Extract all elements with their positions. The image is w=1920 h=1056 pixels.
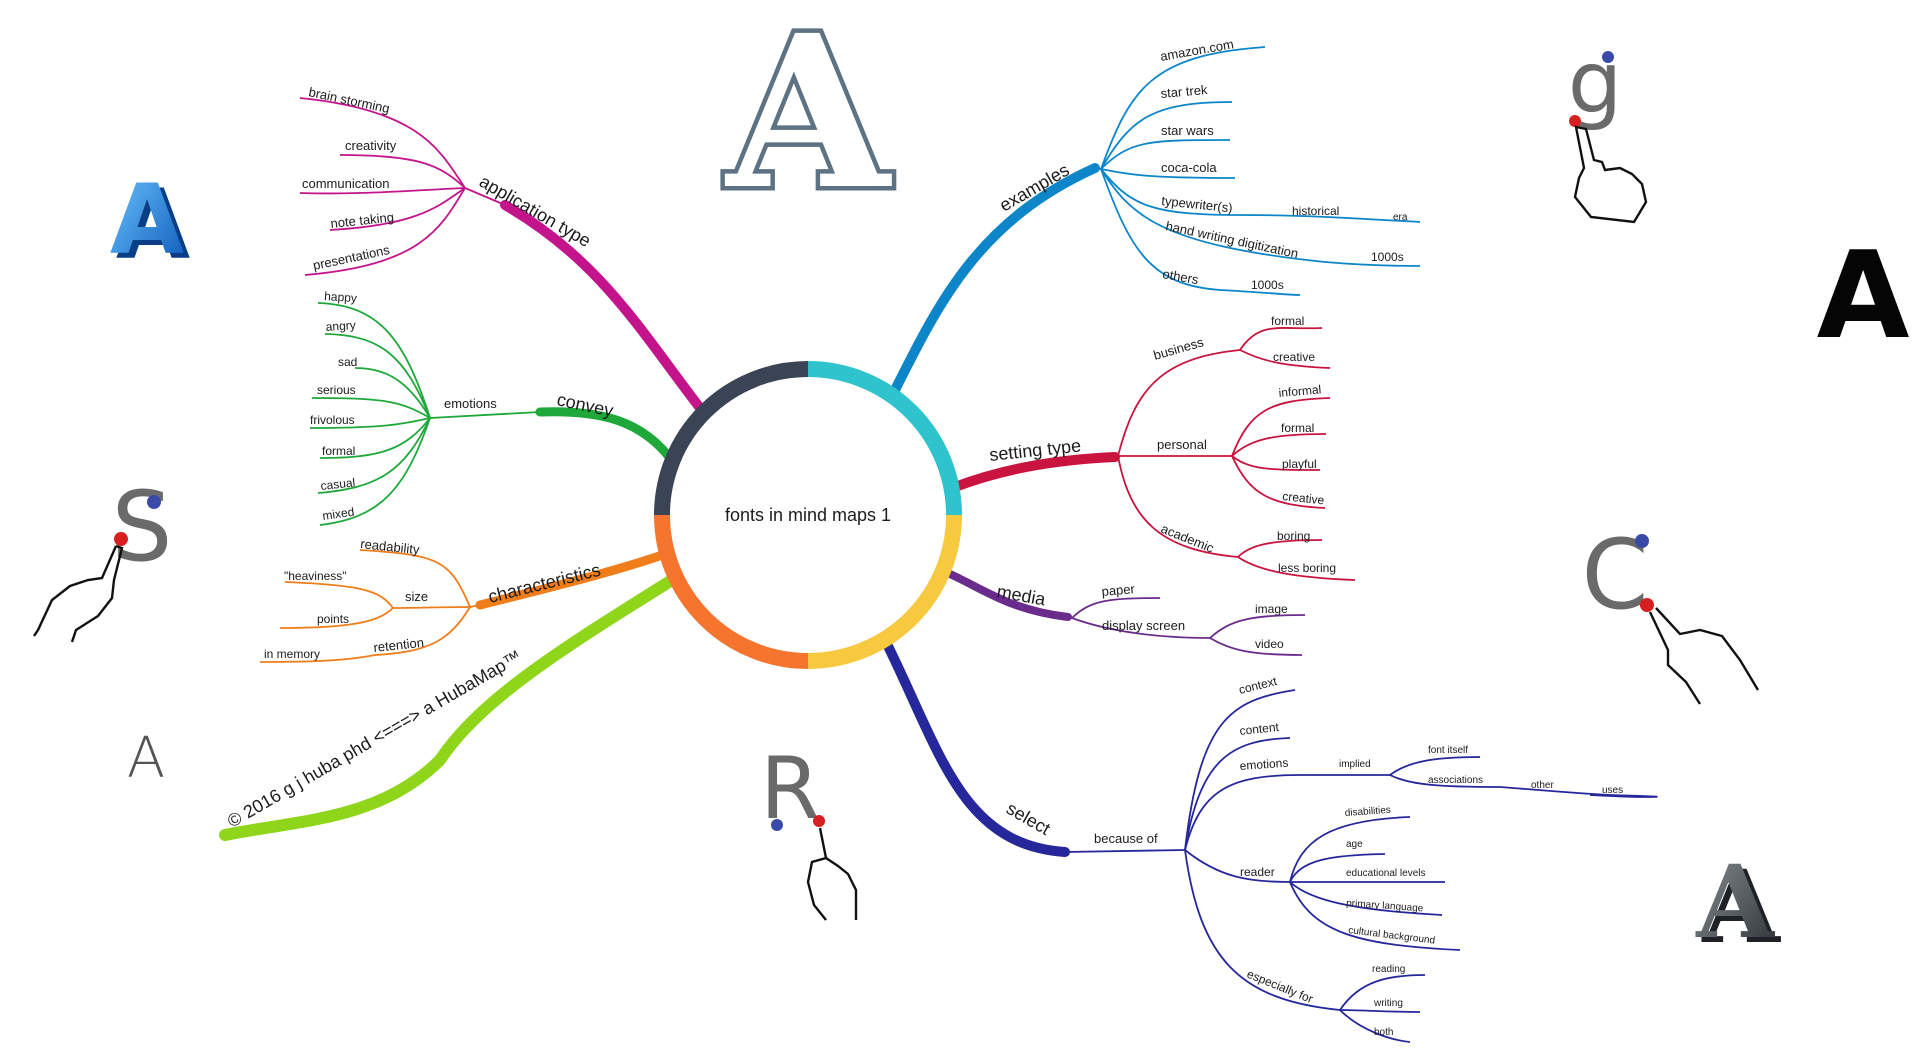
- leaf-hand-writing[interactable]: hand writing digitization: [1164, 218, 1299, 261]
- node-media[interactable]: media: [995, 581, 1048, 609]
- decor-outlined-A: A: [725, 0, 893, 236]
- leaf-casual[interactable]: casual: [320, 475, 356, 493]
- leaf-points[interactable]: points: [317, 612, 349, 626]
- leaf-brain-storming[interactable]: brain storming: [307, 84, 391, 116]
- decor-black-A: A: [1817, 227, 1910, 366]
- node-characteristics[interactable]: characteristics: [486, 560, 602, 607]
- node-display-screen[interactable]: display screen: [1102, 618, 1185, 633]
- leaf-amazon[interactable]: amazon.com: [1159, 36, 1235, 64]
- leaf-era[interactable]: era: [1393, 212, 1408, 223]
- leaf-angry[interactable]: angry: [325, 318, 356, 334]
- leaf-boring[interactable]: boring: [1277, 529, 1310, 543]
- leaf-star-trek[interactable]: star trek: [1160, 82, 1209, 101]
- decor-blue-3d-A: A A: [110, 164, 190, 281]
- leaf-less-boring[interactable]: less boring: [1278, 561, 1336, 575]
- leaf-informal[interactable]: informal: [1278, 382, 1322, 400]
- leaf-disabilities[interactable]: disabilities: [1344, 805, 1391, 819]
- leaf-serious[interactable]: serious: [317, 383, 356, 397]
- node-readability[interactable]: readability: [360, 536, 421, 557]
- leaf-frivolous[interactable]: frivolous: [310, 413, 355, 427]
- leaf-content[interactable]: content: [1239, 720, 1280, 738]
- leaf-video[interactable]: video: [1255, 637, 1284, 651]
- leaf-business-formal[interactable]: formal: [1271, 314, 1304, 328]
- decor-handwritten-A: A: [127, 726, 165, 791]
- gesture-c-icon: C: [1581, 519, 1758, 704]
- leaf-business-creative[interactable]: creative: [1273, 350, 1315, 364]
- leaf-personal-formal[interactable]: formal: [1281, 421, 1314, 435]
- svg-text:A: A: [1817, 227, 1910, 366]
- leaf-reading[interactable]: reading: [1372, 964, 1405, 975]
- node-reader[interactable]: reader: [1240, 865, 1275, 879]
- svg-text:S: S: [112, 471, 173, 583]
- leaf-personal-creative[interactable]: creative: [1282, 489, 1326, 507]
- leaf-formal[interactable]: formal: [322, 444, 355, 458]
- gesture-g-icon: g: [1568, 33, 1646, 222]
- node-emotions[interactable]: emotions: [444, 396, 497, 411]
- leaf-associations[interactable]: associations: [1428, 775, 1483, 786]
- node-paper[interactable]: paper: [1101, 581, 1136, 599]
- svg-text:A: A: [725, 0, 893, 236]
- node-size[interactable]: size: [405, 589, 428, 604]
- leaf-primary-language[interactable]: primary language: [1346, 898, 1424, 914]
- node-because-of[interactable]: because of: [1094, 831, 1158, 846]
- leaf-mixed[interactable]: mixed: [321, 505, 355, 523]
- leaf-coca-cola[interactable]: coca-cola: [1161, 160, 1217, 175]
- leaf-age[interactable]: age: [1346, 839, 1363, 850]
- branch-select: [1065, 690, 1657, 1042]
- center-node[interactable]: fonts in mind maps 1: [658, 365, 958, 665]
- node-retention[interactable]: retention: [373, 635, 425, 655]
- leaf-educational-levels[interactable]: educational levels: [1346, 868, 1426, 879]
- branch-setting-type: [1115, 328, 1355, 580]
- leaf-both[interactable]: both: [1374, 1027, 1393, 1038]
- leaf-in-memory[interactable]: in memory: [264, 647, 320, 661]
- svg-text:R: R: [760, 739, 820, 839]
- leaf-other[interactable]: other: [1531, 780, 1554, 791]
- svg-text:A: A: [110, 164, 184, 276]
- decor-grey-3d-A: A A: [1695, 843, 1781, 966]
- svg-text:A: A: [1695, 843, 1775, 961]
- leaf-creativity[interactable]: creativity: [345, 138, 397, 153]
- leaf-playful[interactable]: playful: [1282, 457, 1317, 471]
- leaf-communication[interactable]: communication: [302, 176, 389, 191]
- leaf-writing[interactable]: writing: [1373, 998, 1403, 1009]
- leaf-typewriters[interactable]: typewriter(s): [1161, 193, 1234, 215]
- leaf-1000s-a[interactable]: 1000s: [1371, 250, 1404, 264]
- node-personal[interactable]: personal: [1157, 437, 1207, 452]
- leaf-sad[interactable]: sad: [338, 355, 357, 369]
- leaf-1000s-b[interactable]: 1000s: [1251, 278, 1284, 292]
- leaf-others[interactable]: others: [1161, 266, 1200, 287]
- leaf-image[interactable]: image: [1255, 602, 1288, 616]
- leaf-font-itself[interactable]: font itself: [1428, 745, 1468, 756]
- leaf-uses[interactable]: uses: [1602, 785, 1623, 796]
- leaf-historical[interactable]: historical: [1292, 204, 1339, 218]
- leaf-happy[interactable]: happy: [324, 289, 358, 305]
- branch-characteristics: [260, 550, 480, 662]
- node-application-type[interactable]: application type: [476, 171, 594, 251]
- leaf-heaviness[interactable]: "heaviness": [284, 569, 347, 583]
- leaf-star-wars[interactable]: star wars: [1161, 123, 1214, 138]
- svg-text:A: A: [127, 726, 165, 791]
- node-implied[interactable]: implied: [1339, 759, 1371, 770]
- gesture-r-icon: R: [760, 739, 856, 920]
- gesture-s-icon: S: [34, 471, 172, 642]
- center-title: fonts in mind maps 1: [725, 505, 891, 525]
- node-select-emotions[interactable]: emotions: [1239, 756, 1289, 773]
